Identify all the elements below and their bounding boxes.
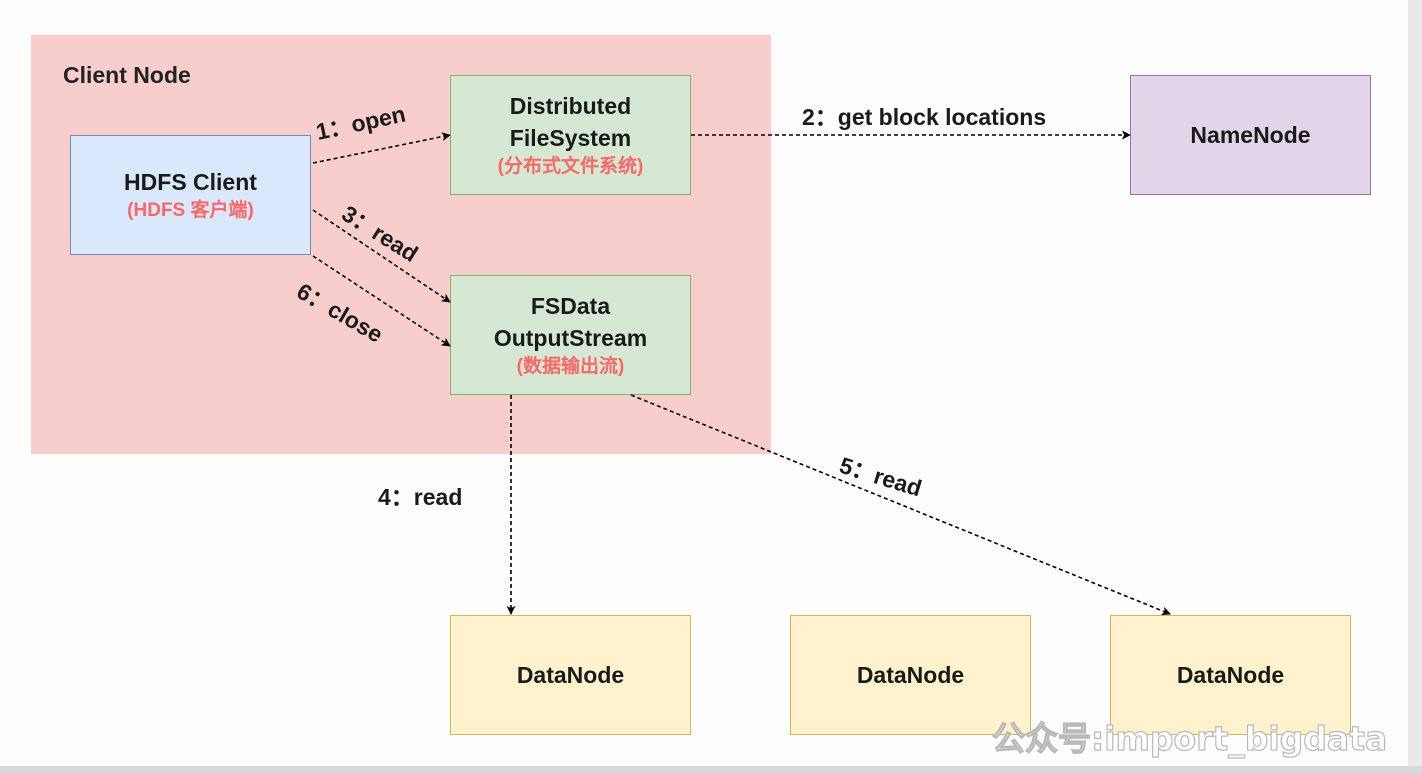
client-node-title: Client Node <box>63 62 191 88</box>
distributed-filesystem-label-line2: FileSystem <box>509 125 632 151</box>
datanode-label-2: DataNode <box>856 662 965 688</box>
fsdata-label-line1: FSData <box>530 293 611 319</box>
datanode-label-1: DataNode <box>516 662 625 688</box>
bottom-border-strip <box>0 766 1422 774</box>
right-border-strip <box>1408 0 1422 774</box>
hdfs-client-box: HDFS Client (HDFS 客户端) <box>70 135 311 255</box>
fsdata-outputstream-box: FSData OutputStream (数据输出流) <box>450 275 691 395</box>
distributed-filesystem-sublabel: (分布式文件系统) <box>497 156 644 177</box>
datanode-label-3: DataNode <box>1176 662 1285 688</box>
edge-get-block-locations-label: 2：get block locations <box>802 104 1046 130</box>
datanode-box-3: DataNode <box>1110 615 1351 735</box>
edge-open-line <box>312 132 451 164</box>
hdfs-client-sublabel: (HDFS 客户端) <box>127 200 254 221</box>
edge-read3-label: 3：read <box>337 200 422 267</box>
namenode-box: NameNode <box>1130 75 1371 195</box>
edge-close6-label: 6：close <box>293 278 388 348</box>
namenode-label: NameNode <box>1190 122 1311 148</box>
distributed-filesystem-label-line1: Distributed <box>509 93 632 119</box>
edge-read5-line <box>630 394 1171 616</box>
watermark: 公众号:import_bigdata <box>991 718 1388 758</box>
edge-read4-label: 4：read <box>378 484 462 510</box>
fsdata-label-line2: OutputStream <box>493 325 648 351</box>
datanode-box-2: DataNode <box>790 615 1031 735</box>
datanode-box-1: DataNode <box>450 615 691 735</box>
fsdata-sublabel: (数据输出流) <box>516 356 625 377</box>
edge-close6-line <box>312 255 451 347</box>
edge-read5-label: 5：read <box>837 452 925 502</box>
distributed-filesystem-box: Distributed FileSystem (分布式文件系统) <box>450 75 691 195</box>
hdfs-client-label: HDFS Client <box>124 169 257 195</box>
edge-open-label: 1：open <box>314 101 408 145</box>
